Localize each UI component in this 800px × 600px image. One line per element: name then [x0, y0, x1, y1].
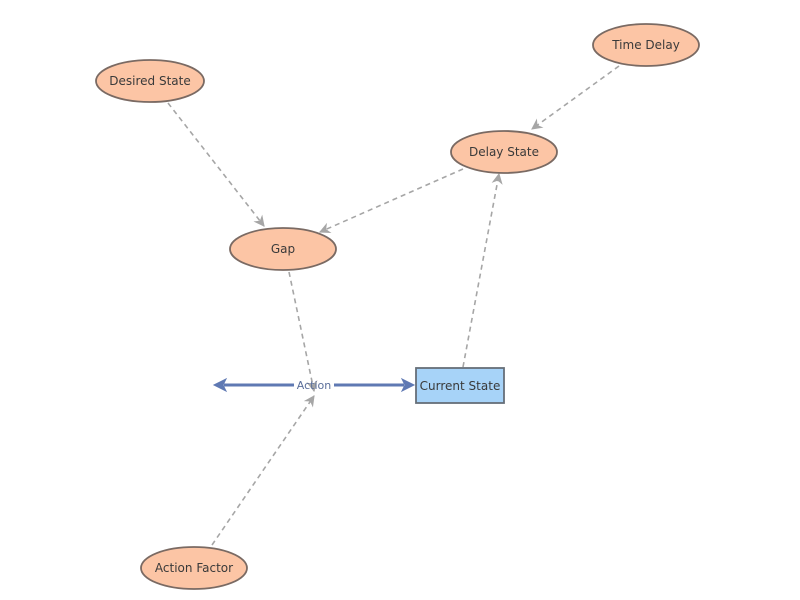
node-gap[interactable]: Gap: [229, 227, 337, 271]
link-current-state-to-delay-state[interactable]: [462, 172, 503, 368]
node-desired-state[interactable]: Desired State: [95, 59, 205, 103]
node-desired-state-label: Desired State: [109, 74, 190, 88]
node-current-state[interactable]: Current State: [415, 367, 505, 404]
node-delay-state[interactable]: Delay State: [450, 130, 558, 174]
node-delay-state-label: Delay State: [469, 145, 539, 159]
flow-action[interactable]: Action: [212, 377, 416, 393]
flow-label-action[interactable]: Action: [297, 379, 331, 392]
link-action-factor-to-action[interactable]: [211, 395, 315, 546]
node-current-state-label: Current State: [420, 379, 501, 393]
node-action-factor[interactable]: Action Factor: [140, 546, 248, 590]
node-gap-label: Gap: [271, 242, 295, 256]
link-desired-state-to-gap[interactable]: [167, 102, 265, 227]
node-time-delay[interactable]: Time Delay: [592, 23, 700, 67]
links-layer: [167, 65, 620, 546]
flow-target-arrowhead: [400, 377, 416, 393]
flow-source-arrowhead: [212, 377, 228, 393]
link-gap-to-action[interactable]: [288, 271, 318, 393]
node-action-factor-label: Action Factor: [155, 561, 233, 575]
link-time-delay-to-delay-state[interactable]: [531, 65, 620, 130]
link-delay-state-to-gap[interactable]: [318, 168, 464, 234]
node-time-delay-label: Time Delay: [611, 38, 680, 52]
